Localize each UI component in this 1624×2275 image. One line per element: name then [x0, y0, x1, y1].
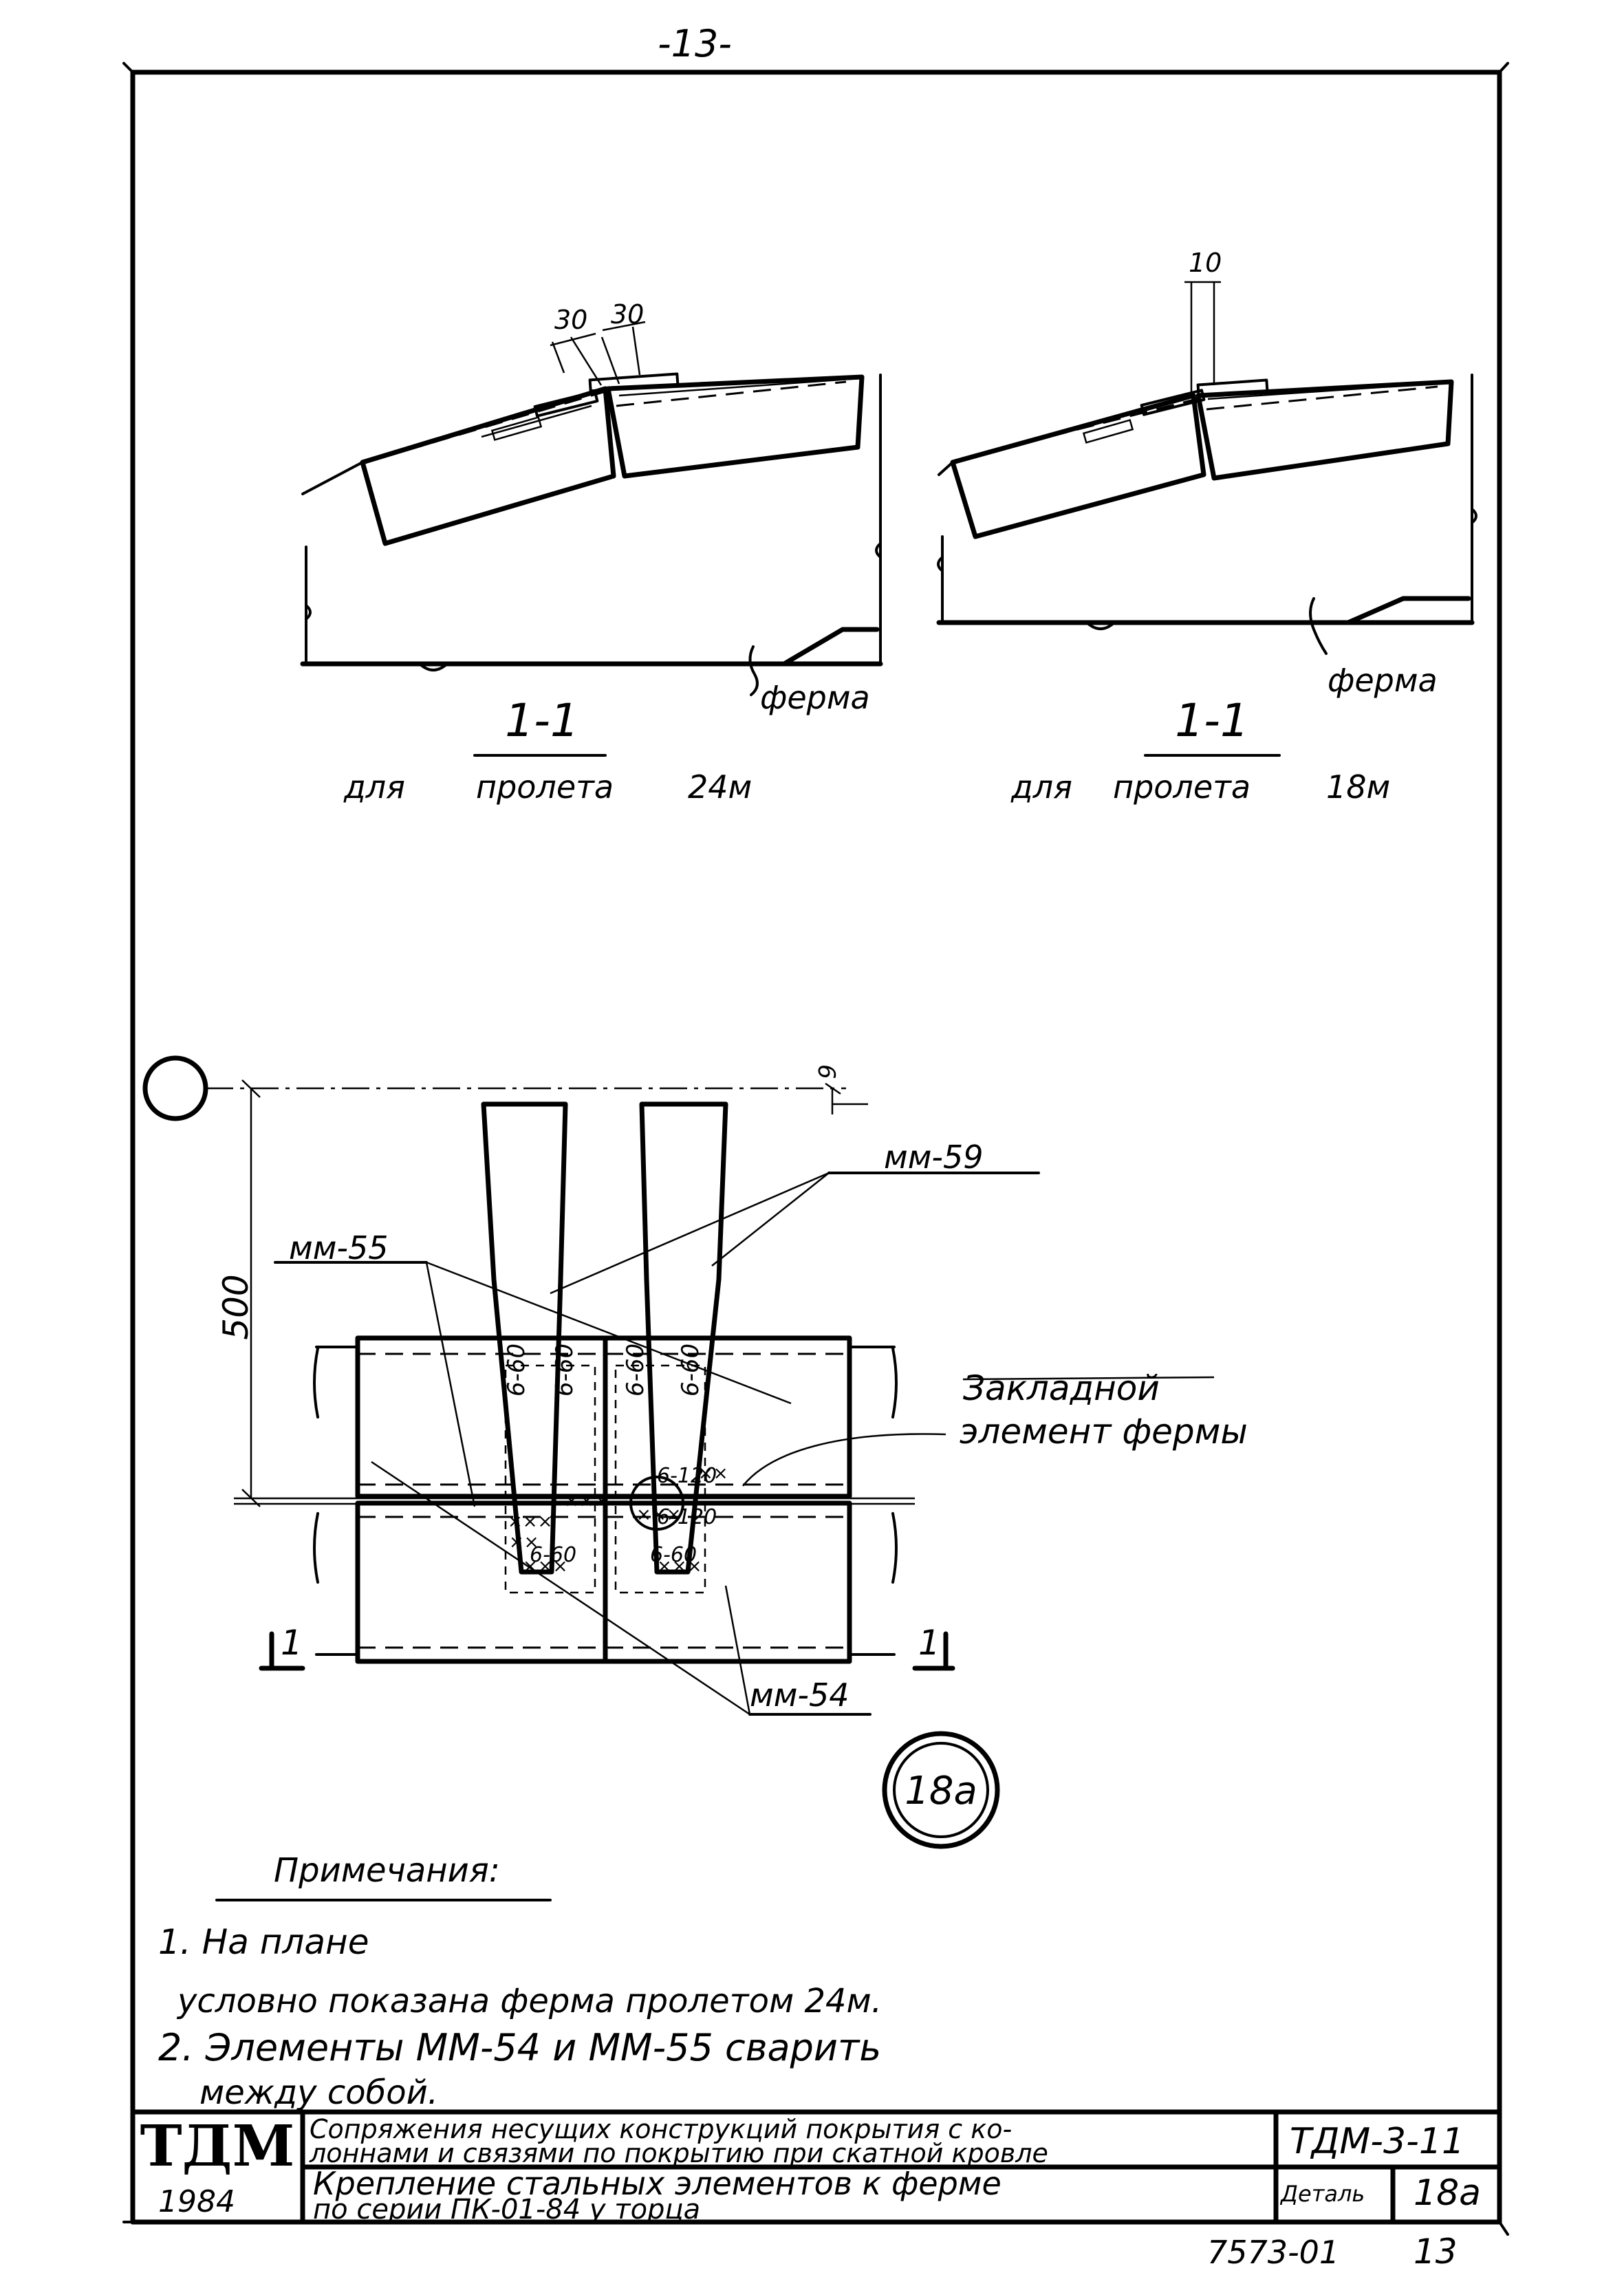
- note-line-3: 2. Элементы ММ-54 и ММ-55 сварить: [158, 2026, 881, 2069]
- note-line-1: 1. На плане: [158, 1922, 369, 1962]
- caption-span-right: 18м: [1326, 768, 1390, 806]
- caption-prefix-left: для: [343, 768, 405, 806]
- logo-tdm: ТДМ: [140, 2113, 295, 2179]
- svg-text:×××: ×××: [564, 1491, 609, 1511]
- title-line-1: Сопряжения несущих конструкций покрытия …: [310, 2114, 1012, 2144]
- truss-label-left: ферма: [760, 679, 870, 716]
- caption-span-left: 24м: [688, 768, 752, 806]
- svg-text:××: ××: [698, 1463, 728, 1484]
- embedded-label-2: элемент фермы: [960, 1412, 1248, 1452]
- notes-heading: Примечания:: [274, 1851, 500, 1890]
- weld-label-6: 6-120: [657, 1505, 717, 1529]
- weld-label-4: 6-60: [677, 1344, 704, 1397]
- note-line-2: условно показана ферма пролетом 24м.: [176, 1982, 882, 2020]
- title-line-2: лоннами и связями по покрытию при скатно…: [309, 2138, 1048, 2168]
- section-right-18m: 10 ферма 1-1 для пролета 18м: [936, 248, 1477, 806]
- weld-label-5: 6-120: [657, 1464, 717, 1488]
- truss-label-right: ферма: [1328, 662, 1438, 699]
- detail-value: 18а: [1414, 2172, 1481, 2214]
- bottom-code: 7573-01: [1207, 2234, 1339, 2271]
- dim-right-a: 10: [1189, 248, 1222, 278]
- subtitle-line-2: по серии ПК-01-84 у торца: [313, 2194, 700, 2225]
- svg-text:×××: ×××: [657, 1556, 702, 1577]
- doc-code: ТДМ-3-11: [1290, 2121, 1464, 2162]
- weld-label-1: 6-60: [503, 1344, 530, 1397]
- title-block: ТДМ 1984 Сопряжения несущих конструкций …: [130, 2109, 1502, 2225]
- weld-label-3: 6-60: [622, 1344, 649, 1397]
- label-mm54: мм-54: [750, 1676, 849, 1714]
- cut-mark-right: 1: [918, 1623, 940, 1663]
- note-line-4: между собой.: [199, 2073, 438, 2112]
- weld-marks: ××× ×× ××× ××× ××× ××× ××: [508, 1463, 728, 1577]
- detail-mark: 18а: [905, 1769, 977, 1813]
- plan-view: 6 500 ××× ×× ×××: [142, 1055, 1248, 1849]
- page-number: -13-: [658, 22, 732, 65]
- weld-label-7: 6-60: [530, 1543, 576, 1567]
- dim-top-6: 6: [812, 1064, 840, 1079]
- svg-text:×××: ×××: [508, 1511, 552, 1532]
- label-mm55: мм-55: [289, 1229, 389, 1266]
- svg-text:××: ××: [509, 1532, 539, 1553]
- bottom-sheet-number: 13: [1414, 2232, 1458, 2272]
- label-mm59: мм-59: [884, 1139, 984, 1176]
- detail-label: Деталь: [1279, 2181, 1365, 2207]
- section-mark-left: 1-1: [505, 694, 579, 747]
- dim-500: 500: [216, 1274, 256, 1339]
- dim-left-b: 30: [611, 299, 644, 330]
- caption-main-right: пролета: [1113, 768, 1251, 806]
- year: 1984: [158, 2184, 235, 2219]
- caption-main-left: пролета: [476, 768, 614, 806]
- notes: Примечания: 1. На плане условно показана…: [158, 1851, 882, 2112]
- weld-label-8: 6-60: [650, 1543, 697, 1567]
- svg-text:×××: ×××: [523, 1556, 567, 1577]
- weld-label-2: 6-60: [551, 1344, 578, 1397]
- caption-prefix-right: для: [1010, 768, 1072, 806]
- section-left-24m: 30 30 ферма 1-1 для пролета 24м: [300, 299, 883, 806]
- dim-left-a: 30: [554, 305, 587, 335]
- section-mark-right: 1-1: [1175, 694, 1249, 747]
- subtitle-line-1: Крепление стальных элементов к ферме: [313, 2165, 1002, 2202]
- embedded-label-1: Закладной: [963, 1368, 1160, 1408]
- cut-mark-left: 1: [281, 1623, 303, 1663]
